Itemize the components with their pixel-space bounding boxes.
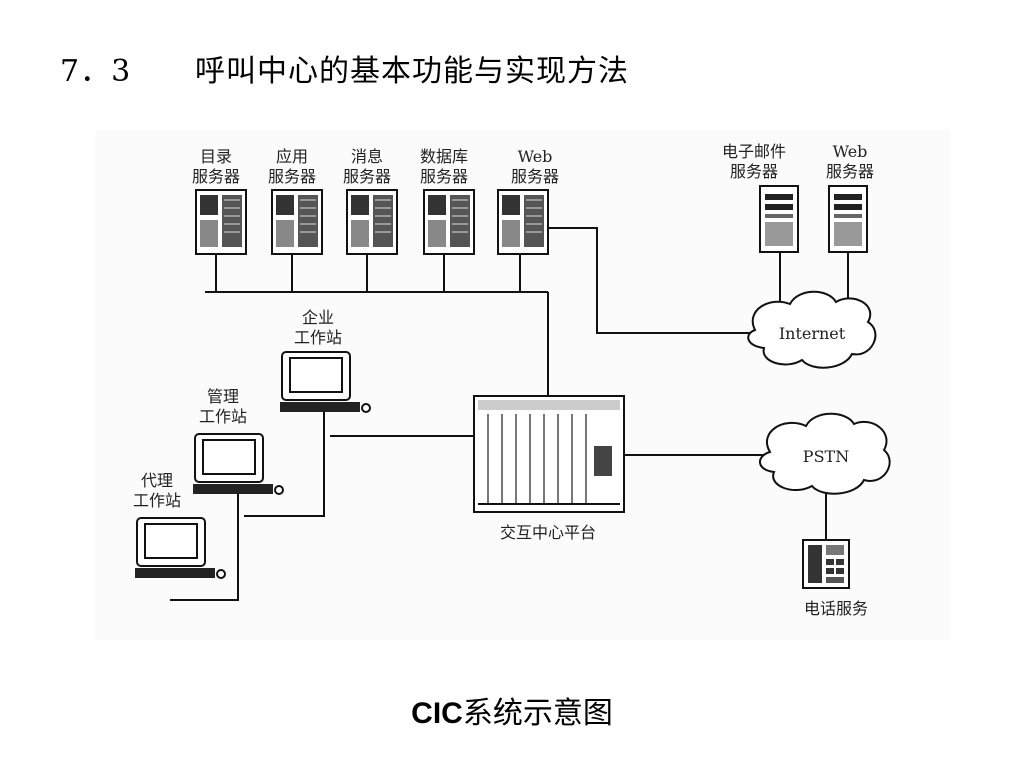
agent-ws-label-2: 工作站 <box>133 491 181 510</box>
pstn-cloud-icon: PSTN <box>759 412 891 495</box>
pstn-label: PSTN <box>803 447 849 466</box>
phone-service-label: 电话服务 <box>804 599 868 618</box>
server-label-web-2: 服务器 <box>511 167 559 186</box>
agent-workstation-icon <box>135 517 226 579</box>
external-web-server-icon <box>828 185 868 253</box>
agent-ws-label-1: 代理 <box>141 471 173 490</box>
email-server-label-2: 服务器 <box>730 162 778 181</box>
server-label-directory-2: 服务器 <box>192 167 240 186</box>
external-web-server-label-1: Web <box>833 142 868 161</box>
section-number: 7．3 <box>60 54 132 89</box>
external-server-group: 电子邮件 服务器 Web 服务器 <box>722 142 874 253</box>
internet-cloud-icon: Internet <box>747 290 877 369</box>
caption-chinese: 系统示意图 <box>462 696 613 731</box>
platform-label: 交互中心平台 <box>500 523 596 542</box>
server-label-message-2: 服务器 <box>343 167 391 186</box>
enterprise-workstation-icon <box>280 351 371 413</box>
server-label-application-1: 应用 <box>276 147 308 166</box>
server-label-directory-1: 目录 <box>200 147 232 166</box>
management-workstation-icon <box>193 433 284 495</box>
enterprise-ws-label-1: 企业 <box>302 308 334 327</box>
figure-caption: CIC系统示意图 <box>0 688 1024 732</box>
server-label-database-2: 服务器 <box>420 167 468 186</box>
server-label-web-1: Web <box>518 147 553 166</box>
agent-ws-line <box>170 490 239 601</box>
server-label-database-1: 数据库 <box>420 147 468 166</box>
enterprise-ws-label-2: 工作站 <box>294 328 342 347</box>
internet-label: Internet <box>779 324 846 343</box>
directory-server-icon <box>195 189 247 255</box>
workstation-group: 企业 工作站 管理 工作站 代理 工作站 <box>133 308 371 579</box>
web-server-icon <box>497 189 549 255</box>
server-label-application-2: 服务器 <box>268 167 316 186</box>
server-label-message-1: 消息 <box>351 147 383 166</box>
external-web-server-label-2: 服务器 <box>826 162 874 181</box>
page-heading: 7．3 呼叫中心的基本功能与实现方法 <box>60 46 629 90</box>
web-to-internet-line <box>548 227 752 334</box>
phone-service-icon <box>802 539 850 589</box>
database-server-icon <box>423 189 475 255</box>
management-ws-label-2: 工作站 <box>199 407 247 426</box>
network-lines <box>170 227 849 601</box>
application-server-icon <box>271 189 323 255</box>
enterprise-ws-line <box>244 410 325 517</box>
management-ws-label-1: 管理 <box>207 387 239 406</box>
caption-latin: CIC <box>411 697 463 730</box>
interaction-center-platform-icon <box>473 395 625 513</box>
message-server-icon <box>346 189 398 255</box>
email-server-icon <box>759 185 799 253</box>
server-group: 目录 服务器 应用 服务器 消息 服务器 数据库 服务器 Web 服务器 <box>192 147 559 255</box>
email-server-label-1: 电子邮件 <box>722 142 786 161</box>
section-title: 呼叫中心的基本功能与实现方法 <box>195 54 629 89</box>
